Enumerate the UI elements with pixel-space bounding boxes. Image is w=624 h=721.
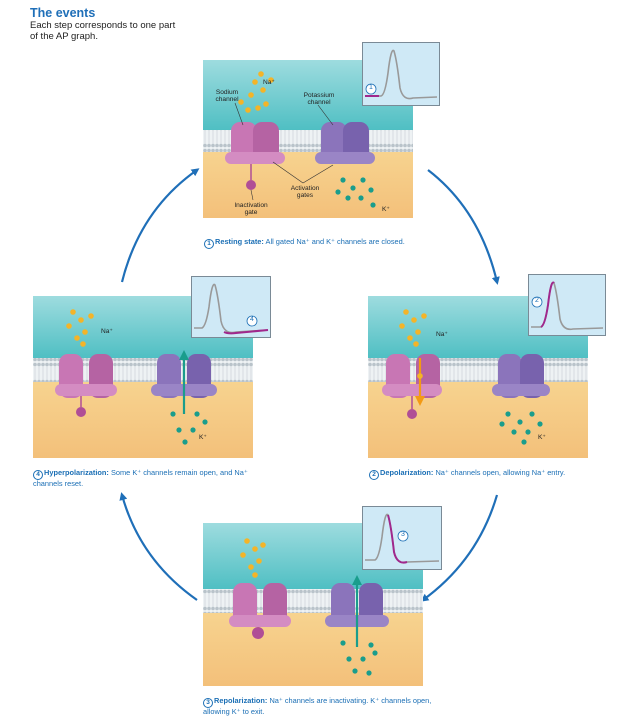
panel-resting: Na⁺ Sodium channel Potassium channel Act… bbox=[203, 60, 413, 218]
label-sodium-channel: Sodium channel bbox=[215, 89, 239, 104]
header-title: The events bbox=[30, 6, 96, 20]
caption-4-text: Some K⁺ channels remain open, and Na⁺ ch… bbox=[33, 468, 248, 488]
caption-3-text: Na⁺ channels are inactivating. K⁺ channe… bbox=[203, 696, 432, 716]
potassium-channel-closed bbox=[315, 122, 375, 164]
graph-inset-2: 2 bbox=[528, 274, 606, 336]
header-subtitle: Each step corresponds to one part of the… bbox=[30, 20, 176, 42]
na-ions bbox=[238, 71, 274, 113]
step-number-1: 1 bbox=[204, 239, 214, 249]
arrow-2-to-3 bbox=[420, 494, 499, 602]
graph-number-1: 1 bbox=[369, 84, 373, 91]
label-potassium-channel: Potassium channel bbox=[303, 92, 335, 107]
potassium-channel-open bbox=[325, 583, 389, 627]
sodium-channel-resetting bbox=[55, 354, 117, 417]
graph-inset-1: 1 bbox=[362, 42, 440, 106]
caption-1-text: All gated Na⁺ and K⁺ channels are closed… bbox=[265, 237, 405, 246]
caption-1-title: Resting state: bbox=[215, 237, 264, 246]
sodium-channel-inactivating bbox=[229, 583, 291, 639]
label-na-1: Na⁺ bbox=[263, 79, 275, 86]
label-na-4: Na⁺ bbox=[101, 328, 113, 335]
k-ions bbox=[335, 177, 376, 208]
label-na-2: Na⁺ bbox=[436, 331, 448, 338]
caption-2-title: Depolarization: bbox=[380, 468, 434, 477]
caption-2-text: Na⁺ channels open, allowing Na⁺ entry. bbox=[435, 468, 566, 477]
arrow-3-to-4 bbox=[119, 492, 198, 601]
sodium-channel-open bbox=[382, 354, 442, 419]
arrow-4-to-1 bbox=[120, 168, 200, 283]
sodium-channel-closed bbox=[225, 122, 285, 190]
potassium-channel-open bbox=[151, 354, 217, 398]
graph-number-4: 4 bbox=[250, 316, 254, 323]
header: The events Each step corresponds to one … bbox=[30, 6, 180, 42]
graph-inset-4: 4 bbox=[191, 276, 271, 338]
graph-number-3: 3 bbox=[401, 531, 405, 538]
graph-inset-3: 3 bbox=[362, 506, 442, 570]
caption-4-title: Hyperpolarization: bbox=[44, 468, 109, 477]
caption-3-title: Repolarization: bbox=[214, 696, 268, 705]
label-k-2: K⁺ bbox=[538, 434, 546, 441]
arrow-1-to-2 bbox=[427, 169, 500, 285]
label-inactivation-gate: Inactivation gate bbox=[234, 202, 268, 217]
step-number-2: 2 bbox=[369, 470, 379, 480]
label-k-4: K⁺ bbox=[199, 434, 207, 441]
graph-number-2: 2 bbox=[535, 297, 539, 304]
label-activation-gates: Activation gates bbox=[290, 185, 320, 200]
potassium-channel-closed bbox=[492, 354, 550, 398]
label-k-1: K⁺ bbox=[382, 206, 390, 213]
